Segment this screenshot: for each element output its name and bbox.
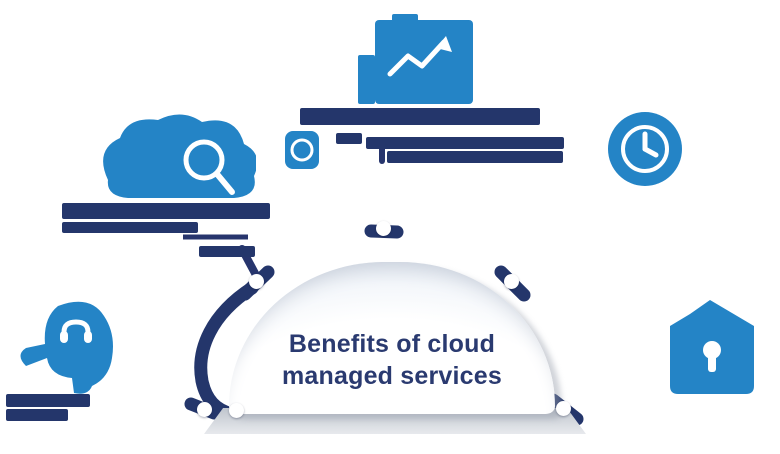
node-dot-bottom-right: [556, 401, 571, 416]
node-dot-bottom-left-outer: [197, 402, 212, 417]
node-dot-upper-left: [249, 274, 264, 289]
node-dot-top: [376, 221, 391, 236]
dome-title-line2: managed services: [282, 362, 502, 390]
label-bar-top-small: [336, 133, 362, 144]
label-bar-upper-left-small: [199, 246, 255, 257]
cloud-search-icon: [86, 108, 256, 200]
label-bar-upper-left-line2: [62, 222, 198, 233]
label-bar-upper-left-title: [62, 203, 270, 219]
growth-chart-icon: [356, 12, 476, 106]
clock-icon: [607, 111, 683, 187]
label-bar-bottom-left-line2: [6, 409, 68, 421]
label-bar-bottom-left-title: [6, 394, 90, 407]
label-bar-top-line3: [387, 151, 563, 163]
coin-icon: [285, 131, 319, 169]
dome-title-line1: Benefits of cloud: [288, 330, 496, 358]
node-dot-bottom-left: [229, 403, 244, 418]
security-shield-icon: [670, 298, 756, 395]
label-bar-top-title: [300, 108, 540, 125]
label-bar-top-line2: [366, 137, 564, 149]
node-dot-upper-right: [504, 274, 519, 289]
support-agent-icon: [18, 298, 118, 398]
